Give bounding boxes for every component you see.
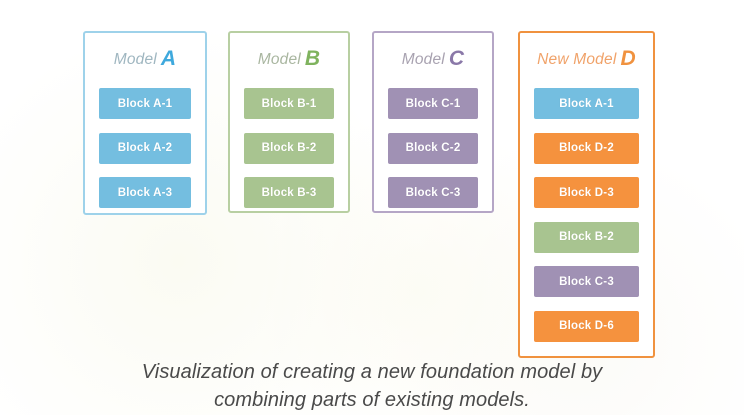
panel-title-word: Model xyxy=(401,51,445,68)
panel-title-letter: D xyxy=(620,47,636,70)
caption-line-2: combining parts of existing models. xyxy=(214,389,530,411)
panel-title-letter: B xyxy=(304,47,321,70)
panel-title-word: Model xyxy=(257,51,301,68)
panel-title-word: New Model xyxy=(537,51,617,68)
block[interactable]: Block C-3 xyxy=(388,177,478,208)
block[interactable]: Block B-3 xyxy=(244,177,334,208)
block[interactable]: Block B-1 xyxy=(244,88,334,119)
panel-title-letter: C xyxy=(448,47,465,70)
block[interactable]: Block D-2 xyxy=(534,132,639,164)
block[interactable]: Block C-2 xyxy=(388,132,478,164)
block[interactable]: Block A-2 xyxy=(99,132,191,164)
block[interactable]: Block A-1 xyxy=(99,88,191,119)
panel-title-word: Model xyxy=(113,51,157,68)
block[interactable]: Block B-2 xyxy=(534,221,639,253)
block[interactable]: Block D-6 xyxy=(534,310,639,342)
block[interactable]: Block B-2 xyxy=(244,132,334,164)
block[interactable]: Block D-3 xyxy=(534,177,639,208)
figure-caption: Visualization of creating a new foundati… xyxy=(0,358,744,414)
panel-title-letter: A xyxy=(160,47,177,70)
caption-line-1: Visualization of creating a new foundati… xyxy=(141,361,603,383)
block[interactable]: Block A-3 xyxy=(99,177,191,208)
block[interactable]: Block C-3 xyxy=(534,266,639,297)
block[interactable]: Block A-1 xyxy=(534,88,639,119)
block[interactable]: Block C-1 xyxy=(388,88,478,119)
